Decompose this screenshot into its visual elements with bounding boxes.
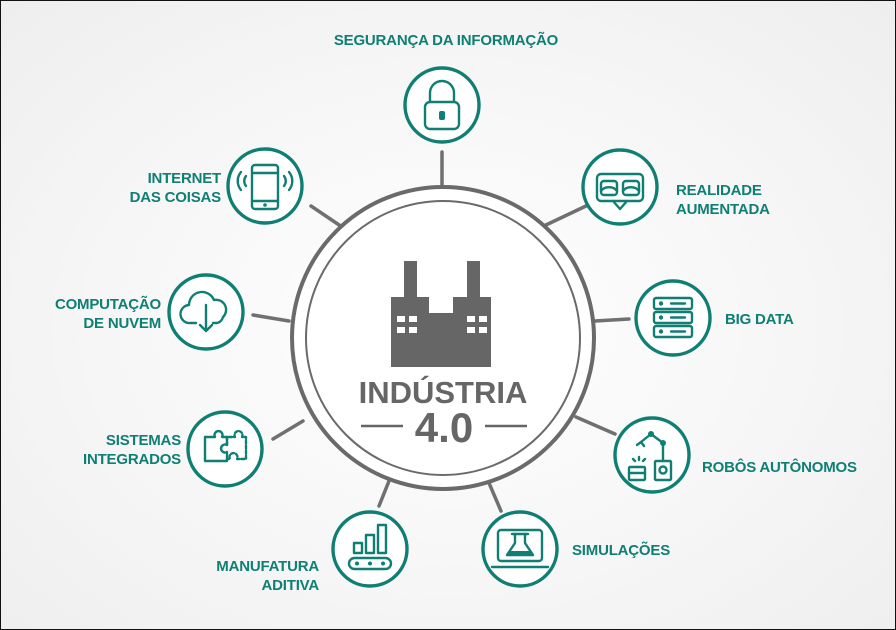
node-ar <box>581 148 659 226</box>
node-robots <box>613 416 691 494</box>
connector-bigdata <box>593 317 631 323</box>
flask-monitor-icon <box>490 528 550 569</box>
label-security: SEGURANÇA DA INFORMAÇÃO <box>333 32 559 49</box>
label-robots: ROBÔS AUTÔNOMOS <box>702 459 857 476</box>
node-bigdata <box>634 279 712 357</box>
label-iot: INTERNET DAS COISAS <box>129 170 222 206</box>
node-integrated <box>186 410 264 488</box>
server-icon <box>652 296 694 339</box>
label-sim: SIMULAÇÕES <box>572 542 671 559</box>
smartphone-signal-icon <box>236 163 294 211</box>
hub-title: INDÚSTRIA <box>359 374 528 410</box>
node-security <box>403 66 481 144</box>
hub-version: 4.0 <box>415 404 473 451</box>
puzzle-icon <box>203 429 248 463</box>
label-bigdata: BIG DATA <box>725 311 794 328</box>
connector-cloud <box>251 313 291 323</box>
connector-integrated <box>271 419 305 441</box>
padlock-icon <box>423 79 461 131</box>
central-hub: INDÚSTRIA 4.0 <box>290 185 596 491</box>
vr-headset-icon <box>595 172 645 211</box>
node-iot <box>226 147 304 225</box>
label-cloud: COMPUTAÇÃO DE NUVEM <box>54 296 161 332</box>
node-additive <box>331 510 409 588</box>
robot-arm-icon <box>627 431 673 482</box>
label-additive: MANUFATURA ADITIVA <box>216 558 319 594</box>
label-integrated: SISTEMAS INTEGRADOS <box>82 432 181 468</box>
conveyor-chart-icon <box>347 523 393 571</box>
label-ar: REALIDADE AUMENTADA <box>676 182 770 218</box>
node-sim <box>481 510 559 588</box>
cloud-download-icon <box>179 290 228 333</box>
connector-robots <box>574 415 617 436</box>
node-cloud <box>167 273 245 351</box>
